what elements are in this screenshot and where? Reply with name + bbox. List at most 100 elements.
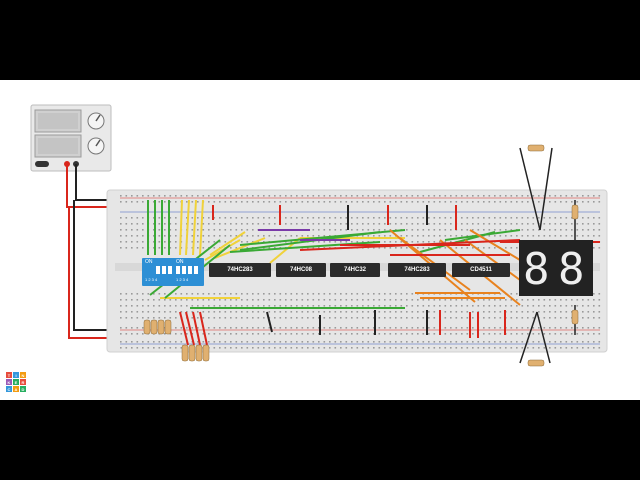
breadboard-hole[interactable] [230, 347, 232, 349]
breadboard-hole[interactable] [351, 305, 353, 307]
breadboard-hole[interactable] [169, 311, 172, 313]
breadboard-hole[interactable] [587, 317, 590, 319]
breadboard-hole[interactable] [549, 341, 551, 343]
breadboard-hole[interactable] [554, 223, 557, 225]
breadboard-hole[interactable] [411, 235, 414, 237]
breadboard-hole[interactable] [208, 293, 210, 295]
breadboard-hole[interactable] [235, 223, 238, 225]
breadboard-hole[interactable] [422, 341, 425, 343]
breadboard-hole[interactable] [362, 195, 364, 197]
breadboard-hole[interactable] [505, 299, 507, 301]
breadboard-hole[interactable] [417, 311, 419, 313]
breadboard-hole[interactable] [263, 195, 265, 197]
breadboard-hole[interactable] [186, 311, 188, 313]
breadboard-hole[interactable] [587, 347, 590, 349]
breadboard-hole[interactable] [169, 223, 172, 225]
breadboard-hole[interactable] [268, 217, 271, 219]
breadboard-hole[interactable] [587, 333, 590, 335]
breadboard-hole[interactable] [312, 293, 315, 295]
breadboard-hole[interactable] [565, 299, 568, 301]
breadboard-hole[interactable] [301, 311, 304, 313]
breadboard-hole[interactable] [538, 299, 540, 301]
breadboard-hole[interactable] [527, 333, 529, 335]
breadboard-hole[interactable] [208, 223, 210, 225]
breadboard-hole[interactable] [510, 229, 513, 231]
breadboard-hole[interactable] [488, 247, 491, 249]
breadboard-hole[interactable] [411, 347, 414, 349]
breadboard-hole[interactable] [483, 217, 485, 219]
breadboard-hole[interactable] [538, 341, 540, 343]
breadboard-hole[interactable] [136, 293, 139, 295]
breadboard-hole[interactable] [120, 305, 122, 307]
breadboard-hole[interactable] [153, 341, 155, 343]
breadboard-hole[interactable] [356, 201, 359, 203]
breadboard-hole[interactable] [219, 347, 221, 349]
breadboard-hole[interactable] [329, 195, 331, 197]
breadboard-hole[interactable] [527, 229, 529, 231]
breadboard-hole[interactable] [510, 223, 513, 225]
breadboard-hole[interactable] [235, 235, 238, 237]
breadboard-hole[interactable] [334, 341, 337, 343]
breadboard-hole[interactable] [433, 341, 436, 343]
breadboard-hole[interactable] [406, 201, 408, 203]
breadboard-hole[interactable] [279, 311, 282, 313]
breadboard-hole[interactable] [202, 293, 205, 295]
breadboard-hole[interactable] [345, 223, 348, 225]
breadboard-hole[interactable] [549, 299, 551, 301]
breadboard-hole[interactable] [532, 333, 535, 335]
breadboard-hole[interactable] [554, 229, 557, 231]
breadboard-hole[interactable] [411, 299, 414, 301]
breadboard-hole[interactable] [521, 305, 524, 307]
breadboard-hole[interactable] [208, 299, 210, 301]
breadboard-hole[interactable] [516, 247, 518, 249]
breadboard-hole[interactable] [125, 241, 128, 243]
breadboard-hole[interactable] [131, 195, 133, 197]
breadboard-hole[interactable] [142, 235, 144, 237]
breadboard-hole[interactable] [230, 299, 232, 301]
breadboard-hole[interactable] [142, 247, 144, 249]
breadboard-hole[interactable] [483, 311, 485, 313]
breadboard-hole[interactable] [362, 305, 364, 307]
breadboard-hole[interactable] [466, 317, 469, 319]
breadboard-hole[interactable] [499, 333, 502, 335]
breadboard-hole[interactable] [345, 341, 348, 343]
breadboard-hole[interactable] [384, 247, 386, 249]
breadboard-hole[interactable] [576, 347, 579, 349]
breadboard-hole[interactable] [582, 341, 584, 343]
breadboard-hole[interactable] [461, 311, 463, 313]
breadboard-hole[interactable] [510, 217, 513, 219]
breadboard-hole[interactable] [499, 195, 502, 197]
breadboard-hole[interactable] [494, 341, 496, 343]
breadboard-hole[interactable] [450, 299, 452, 301]
breadboard-hole[interactable] [131, 293, 133, 295]
breadboard-hole[interactable] [252, 241, 254, 243]
breadboard-hole[interactable] [208, 317, 210, 319]
breadboard-hole[interactable] [565, 347, 568, 349]
breadboard-hole[interactable] [384, 217, 386, 219]
breadboard-hole[interactable] [367, 229, 370, 231]
breadboard-hole[interactable] [208, 305, 210, 307]
breadboard-hole[interactable] [439, 299, 441, 301]
breadboard-hole[interactable] [483, 223, 485, 225]
breadboard-hole[interactable] [158, 299, 161, 301]
breadboard-hole[interactable] [323, 217, 326, 219]
breadboard-hole[interactable] [565, 341, 568, 343]
breadboard-hole[interactable] [384, 333, 386, 335]
breadboard-hole[interactable] [279, 195, 282, 197]
breadboard-hole[interactable] [395, 241, 397, 243]
breadboard-hole[interactable] [213, 223, 216, 225]
seven-segment-display[interactable]: 8 8 [519, 240, 593, 296]
breadboard-hole[interactable] [197, 195, 199, 197]
breadboard-hole[interactable] [136, 229, 139, 231]
breadboard-hole[interactable] [296, 327, 298, 329]
breadboard-hole[interactable] [472, 311, 474, 313]
breadboard-hole[interactable] [576, 223, 579, 225]
breadboard-hole[interactable] [142, 241, 144, 243]
breadboard-hole[interactable] [532, 327, 535, 329]
breadboard-hole[interactable] [538, 305, 540, 307]
breadboard-hole[interactable] [197, 305, 199, 307]
breadboard-hole[interactable] [477, 247, 480, 249]
breadboard-hole[interactable] [543, 327, 546, 329]
breadboard-hole[interactable] [488, 223, 491, 225]
breadboard-hole[interactable] [477, 201, 480, 203]
